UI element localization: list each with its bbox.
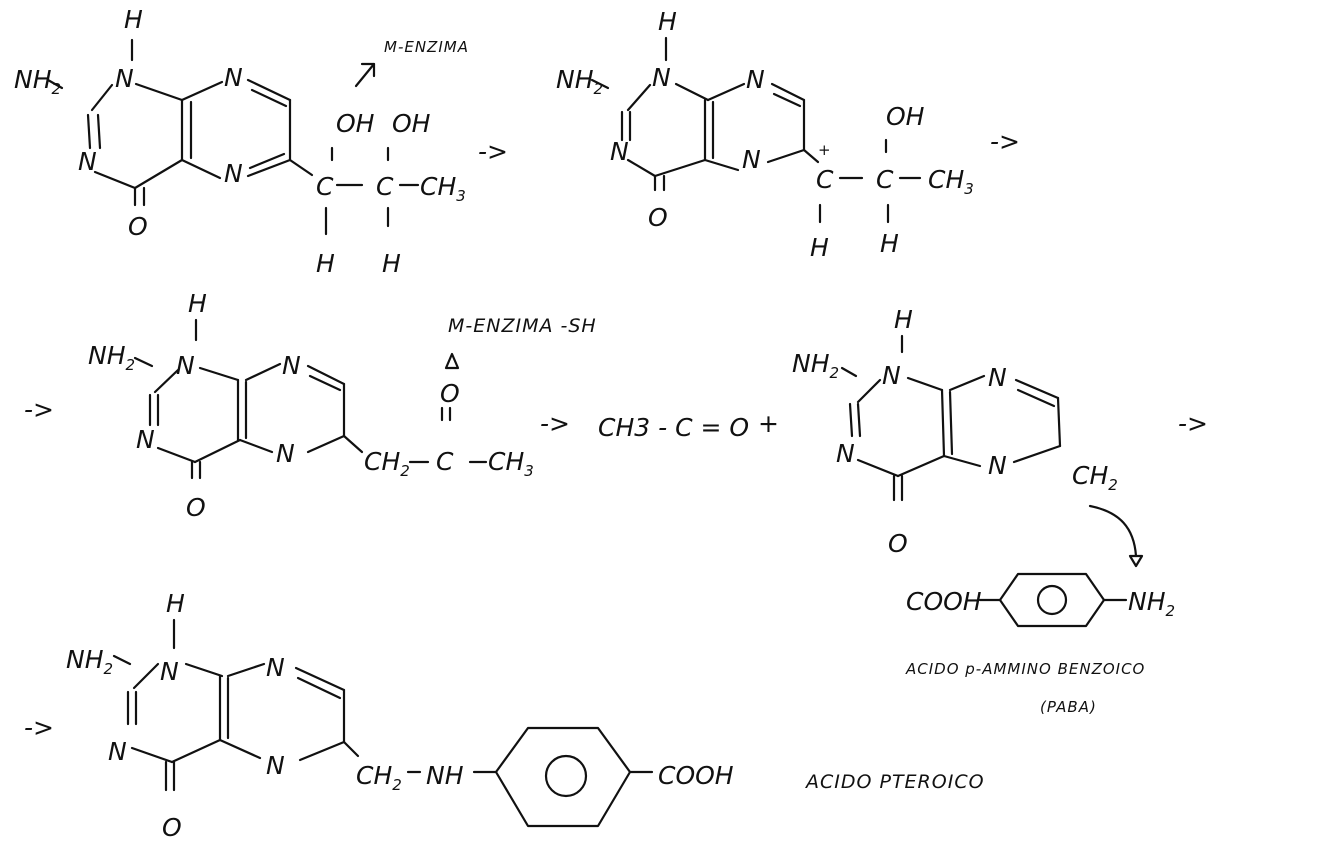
paba-labels: COOH NH2 ACIDO p-AMMINO BENZOICO (PABA) xyxy=(905,587,1175,716)
atom-N: N xyxy=(988,363,1007,392)
atom-N: N xyxy=(160,657,179,686)
atom-H: H xyxy=(658,7,677,36)
group-COOH: COOH xyxy=(906,587,982,616)
atom-N: N xyxy=(988,451,1007,480)
atom-H: H xyxy=(810,233,829,262)
atom-N: N xyxy=(108,737,127,766)
atom-NH2: NH2 xyxy=(1128,587,1175,620)
reaction-arrow-5: -> xyxy=(1178,409,1208,438)
atom-H: H xyxy=(124,5,143,34)
atom-CH3: CH3 xyxy=(420,172,466,205)
atom-O: O xyxy=(186,493,206,522)
molecule-pteroic-acid xyxy=(112,618,654,828)
atom-N: N xyxy=(742,145,761,174)
group-COOH: COOH xyxy=(658,761,734,790)
atom-NH2: NH2 xyxy=(792,349,839,382)
plus-sign: + xyxy=(758,409,779,438)
molecule-1-labels: H N NH2 N O N N OH OH C C CH3 H H M-ENZI… xyxy=(14,5,508,278)
atom-NH2: NH2 xyxy=(88,341,135,374)
enzyme-label-1: M-ENZIMA xyxy=(384,38,469,56)
atom-CH3: CH3 xyxy=(488,447,534,480)
atom-N: N xyxy=(224,63,243,92)
atom-N: N xyxy=(224,159,243,188)
atom-O: O xyxy=(648,203,668,232)
molecule-ketone-3 xyxy=(133,318,488,480)
atom-H: H xyxy=(880,229,899,258)
acetyl-cation: CH3 - C = O xyxy=(598,413,749,442)
atom-N: N xyxy=(610,137,629,166)
atom-N: N xyxy=(836,439,855,468)
molecule-2-labels: H N NH2 N O N N OH + C C CH3 H H -> xyxy=(556,7,1020,262)
atom-H: H xyxy=(188,289,207,318)
atom-N: N xyxy=(266,653,285,682)
reaction-arrow-2: -> xyxy=(990,127,1020,156)
atom-O: O xyxy=(162,813,182,842)
atom-N: N xyxy=(176,351,195,380)
atom-C: C xyxy=(376,172,394,201)
charge-plus: + xyxy=(818,141,831,159)
molecule-5-labels: -> H N NH2 N O N N CH2 NH COOH ACIDO PTE… xyxy=(24,589,985,842)
atom-NH2: NH2 xyxy=(66,645,113,678)
atom-H: H xyxy=(382,249,401,278)
atom-N: N xyxy=(282,351,301,380)
atom-N: N xyxy=(746,65,765,94)
atom-CH2: CH2 xyxy=(1072,461,1118,494)
atom-NH2: NH2 xyxy=(556,65,603,98)
reaction-arrow-1: -> xyxy=(478,137,508,166)
atom-NH: NH xyxy=(426,761,464,790)
atom-O: O xyxy=(440,379,460,408)
molecule-4-labels: H N NH2 N O N N CH2 -> xyxy=(792,305,1208,558)
atom-H: H xyxy=(316,249,335,278)
atom-N: N xyxy=(882,361,901,390)
atom-H: H xyxy=(894,305,913,334)
pteroic-acid-name: ACIDO PTEROICO xyxy=(804,771,985,793)
atom-NH2: NH2 xyxy=(14,65,61,98)
atom-N: N xyxy=(136,425,155,454)
molecule-carbocation-2 xyxy=(590,36,922,224)
molecule-paba xyxy=(978,572,1128,628)
atom-OH: OH xyxy=(392,109,431,138)
atom-O: O xyxy=(128,212,148,241)
atom-N: N xyxy=(78,147,97,176)
atom-CH3: CH3 xyxy=(928,165,974,198)
atom-C: C xyxy=(816,165,834,194)
atom-C: C xyxy=(316,172,334,201)
atom-CH2: CH2 xyxy=(356,761,402,794)
paba-name: ACIDO p-AMMINO BENZOICO xyxy=(905,660,1145,678)
enzyme-label-2: M-ENZIMA -SH xyxy=(448,315,597,337)
atom-C: C xyxy=(436,447,454,476)
atom-N: N xyxy=(115,64,134,93)
atom-N: N xyxy=(276,439,295,468)
atom-C: C xyxy=(876,165,894,194)
reaction-arrow-3: -> xyxy=(24,395,54,424)
reaction-arrow-6: -> xyxy=(24,713,54,742)
reaction-arrow-4: -> xyxy=(540,409,570,438)
molecule-dihydroneopterin-1 xyxy=(46,38,420,236)
molecule-3-labels: -> H N NH2 N O N N O CH2 C CH3 M-ENZIMA … xyxy=(24,289,779,522)
atom-N: N xyxy=(652,63,671,92)
paba-abbreviation: (PABA) xyxy=(1040,698,1097,716)
molecule-pterin-ch2-4 xyxy=(840,334,1144,568)
atom-O: O xyxy=(888,529,908,558)
atom-CH2: CH2 xyxy=(364,447,410,480)
atom-H: H xyxy=(166,589,185,618)
atom-N: N xyxy=(266,751,285,780)
atom-OH: OH xyxy=(336,109,375,138)
atom-OH: OH xyxy=(886,102,925,131)
